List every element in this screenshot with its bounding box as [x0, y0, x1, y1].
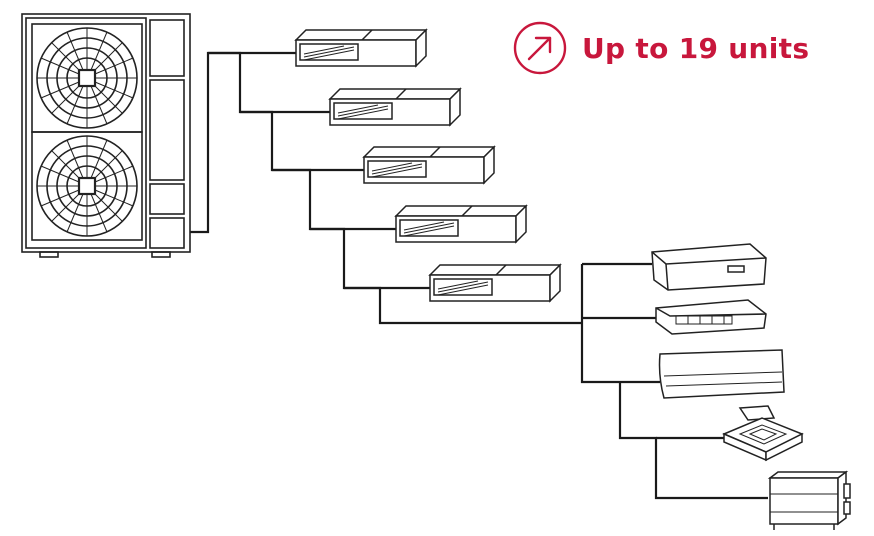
refrigerant-piping	[190, 51, 768, 500]
ceiling-suspended-unit-icon	[651, 243, 767, 291]
ducted-unit-icon	[394, 204, 528, 244]
fan-grille-bottom	[31, 131, 143, 241]
units-badge: Up to 19 units	[512, 20, 809, 76]
ducted-unit-icon	[328, 87, 462, 127]
ducted-unit-icon	[362, 145, 496, 185]
fan-grille-top	[31, 23, 143, 133]
ceiling-suspended-unit-icon	[655, 299, 767, 335]
outdoor-condenser-icon	[21, 13, 191, 258]
ducted-unit-icon	[294, 28, 428, 68]
cassette-unit-icon	[722, 405, 804, 462]
ducted-unit-icon	[428, 263, 562, 303]
wall-mounted-unit-icon	[658, 349, 785, 399]
units-headline: Up to 19 units	[582, 31, 810, 65]
floor-standing-unit-icon	[767, 470, 851, 530]
arrow-up-right-circle-icon	[513, 21, 567, 75]
